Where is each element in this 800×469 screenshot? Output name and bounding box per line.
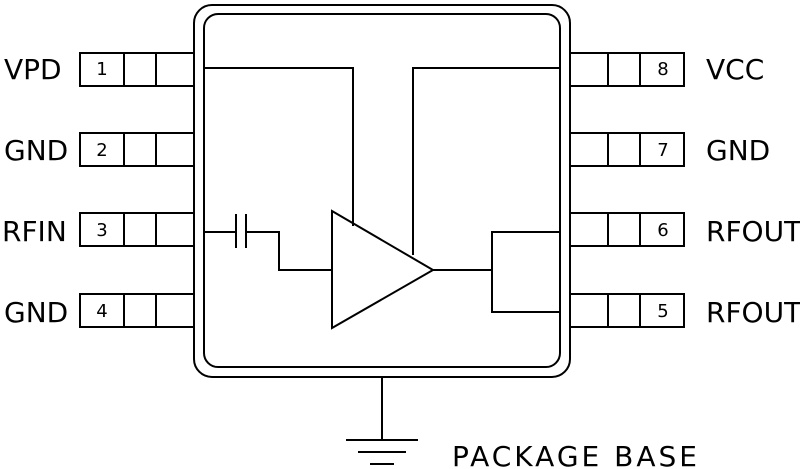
package-base-label: PACKAGE BASE	[452, 440, 700, 469]
pin-label-vpd: VPD	[4, 53, 62, 86]
pin-number: 5	[657, 301, 668, 322]
package-inner-outline	[203, 13, 561, 368]
pin-4: 4 GND	[4, 293, 195, 329]
pin-7: 7 GND	[569, 132, 770, 167]
package-outer-outline	[193, 4, 571, 378]
rfout-bus	[491, 231, 560, 313]
pin-2: 2 GND	[4, 132, 195, 167]
pin-label-rfout: RFOUT	[706, 296, 800, 329]
pin-label-vcc: VCC	[706, 53, 764, 86]
ground-icon	[346, 439, 418, 465]
pin-number: 7	[657, 140, 668, 161]
pin-label-gnd: GND	[4, 134, 68, 167]
pin-label-rfout: RFOUT	[706, 215, 800, 248]
pin-3: 3 RFIN	[2, 212, 195, 248]
vpd-wire	[204, 67, 354, 226]
vcc-wire	[412, 67, 560, 255]
pin-number: 3	[96, 220, 107, 241]
pin-number: 1	[96, 59, 107, 80]
pin-label-gnd: GND	[4, 296, 68, 329]
capacitor-to-amp-wire	[246, 231, 332, 271]
pin-label-rfin: RFIN	[2, 215, 67, 248]
pin-label-gnd: GND	[706, 134, 770, 167]
pin-number: 4	[96, 301, 107, 322]
pin-number: 6	[657, 220, 668, 241]
pin-8: 8 VCC	[569, 52, 764, 87]
pin-number: 2	[96, 140, 107, 161]
pin-6: 6 RFOUT	[569, 212, 800, 248]
pin-number: 8	[657, 59, 668, 80]
pin-1: 1 VPD	[4, 52, 195, 87]
pin-5: 5 RFOUT	[569, 293, 800, 329]
amplifier-triangle	[331, 209, 435, 330]
